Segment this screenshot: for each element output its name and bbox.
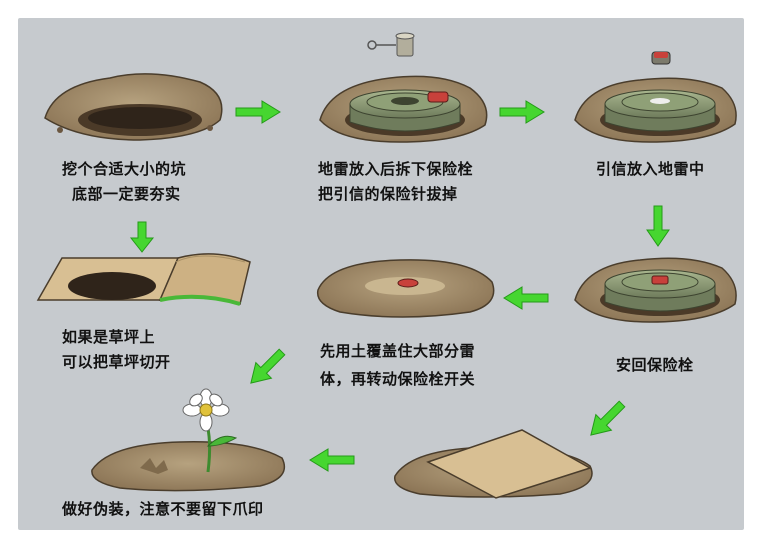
- step3-caption-line1: 引信放入地雷中: [596, 160, 705, 178]
- arrow-left-1: [503, 286, 549, 310]
- arrow-right-2: [499, 100, 545, 124]
- arrow-diag-2: [590, 400, 626, 436]
- step2-caption-line2: 把引信的保险针拔掉: [318, 185, 458, 203]
- step7-caption-line1: 做好伪装，注意不要留下爪印: [62, 500, 264, 518]
- camouflage-flower-illustration: [91, 388, 286, 492]
- pit-illustration: [44, 73, 223, 141]
- fuse-insert-illustration: [574, 51, 737, 143]
- step1-caption-line2: 底部一定要夯实: [72, 185, 181, 203]
- arrow-down-2: [646, 205, 670, 247]
- arrow-diag-1: [250, 348, 286, 384]
- step5-caption-line1: 先用土覆盖住大部分雷: [320, 342, 476, 360]
- fuse-reinstalled-illustration: [574, 257, 737, 323]
- step4-caption-line1: 如果是草坪上: [62, 328, 156, 346]
- arrow-down-1: [129, 221, 155, 253]
- arrow-left-2: [309, 448, 355, 472]
- plank-cover-illustration: [393, 429, 593, 499]
- covered-mine-illustration: [316, 259, 495, 318]
- step5-caption-line2: 体，再转动保险栓开关: [320, 370, 476, 388]
- step6-caption-line1: 安回保险栓: [616, 356, 694, 374]
- step1-caption-line1: 挖个合适大小的坑: [62, 160, 187, 178]
- turf-cut-illustration: [36, 253, 251, 306]
- step2-caption-line1: 地雷放入后拆下保险栓: [318, 160, 474, 178]
- mine-pin-removed-illustration: [319, 32, 488, 143]
- arrow-right-1: [235, 100, 281, 124]
- step4-caption-line2: 可以把草坪切开: [62, 353, 171, 371]
